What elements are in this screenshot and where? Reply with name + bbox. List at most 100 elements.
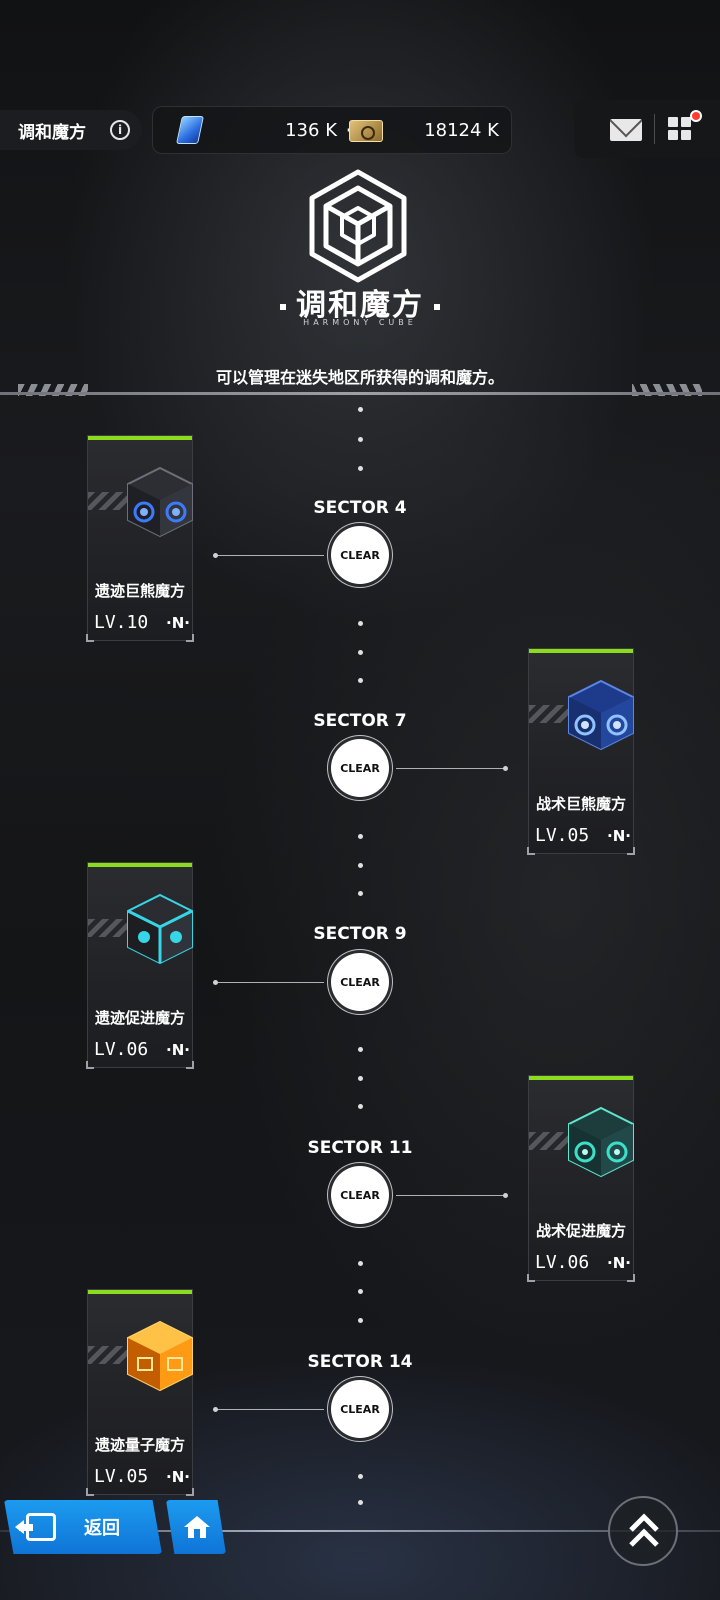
back-label: 返回 [84, 1518, 120, 1539]
notification-dot [690, 110, 702, 122]
card-corner [627, 1274, 635, 1282]
bear-cube-icon [568, 679, 634, 751]
gem-icon [176, 116, 204, 144]
quantum-cube-icon [127, 1320, 193, 1392]
cube-card[interactable]: 战术促进魔方 LV.06 ·N· [527, 1075, 635, 1282]
gem-amount: 136 K [285, 120, 337, 141]
title-dot [280, 303, 286, 310]
title-dot [434, 303, 440, 310]
cube-name: 遗迹量子魔方 [94, 1436, 185, 1454]
header-title-text: 调和魔方 [296, 288, 424, 323]
cube-card[interactable]: 战术巨熊魔方 LV.05 ·N· [527, 648, 635, 855]
page-title-pill: 调和魔方 i [0, 110, 142, 150]
connector-line [216, 1409, 324, 1410]
card-corner [627, 847, 635, 855]
cube-name: 遗迹促进魔方 [94, 1009, 185, 1027]
cube-name: 战术促进魔方 [535, 1222, 626, 1240]
timeline-dot [358, 437, 363, 442]
cube-rarity: ·N· [166, 1468, 190, 1486]
header-title: 调和魔方 [0, 280, 720, 324]
cube-name: 战术巨熊魔方 [535, 795, 626, 813]
card-accent-bar [88, 863, 192, 867]
timeline-dot [358, 1500, 363, 1505]
sector-label: SECTOR 11 [307, 1138, 413, 1158]
connector-dot [213, 980, 218, 985]
connector-dot [213, 553, 218, 558]
cube-level: LV.06 [535, 1252, 590, 1273]
timeline-dot [358, 1076, 363, 1081]
ticket-icon [349, 120, 383, 142]
clear-node[interactable]: CLEAR [331, 1166, 389, 1224]
timeline-dot [358, 891, 363, 896]
card-stripes [529, 705, 569, 723]
clear-node[interactable]: CLEAR [331, 526, 389, 584]
connector-line [216, 982, 324, 983]
home-button[interactable] [166, 1500, 226, 1554]
top-right-controls [574, 100, 720, 158]
header-subtitle: HARMONY CUBE [303, 318, 417, 327]
connector-line [396, 768, 504, 769]
cube-level: LV.05 [94, 1466, 149, 1487]
hexagon-cube-logo-icon [309, 169, 407, 283]
back-button[interactable]: 返回 [4, 1500, 162, 1554]
connector-line [216, 555, 324, 556]
timeline-dot [358, 678, 363, 683]
connector-dot [503, 766, 508, 771]
timeline-dot [358, 834, 363, 839]
ticket-amount: 18124 K [424, 120, 499, 141]
sector-label: SECTOR 9 [313, 924, 407, 944]
timeline-dot [358, 1318, 363, 1323]
cube-card[interactable]: 遗迹巨熊魔方 LV.10 ·N· [86, 435, 194, 642]
sector-label: SECTOR 14 [307, 1352, 413, 1372]
card-accent-bar [88, 436, 192, 440]
header-description: 可以管理在迷失地区所获得的调和魔方。 [215, 368, 504, 387]
clear-node[interactable]: CLEAR [331, 953, 389, 1011]
info-icon[interactable]: i [110, 120, 130, 140]
header-divider [0, 392, 720, 395]
cube-card[interactable]: 遗迹促进魔方 LV.06 ·N· [86, 862, 194, 1069]
card-accent-bar [529, 649, 633, 653]
clear-node[interactable]: CLEAR [331, 739, 389, 797]
card-stripes [88, 1346, 128, 1364]
accel-cube-icon [568, 1106, 634, 1178]
sector-label: SECTOR 7 [313, 711, 407, 731]
card-corner [186, 1488, 194, 1496]
card-corner [86, 1488, 94, 1496]
card-accent-bar [529, 1076, 633, 1080]
clear-node[interactable]: CLEAR [331, 1380, 389, 1438]
cube-level: LV.05 [535, 825, 590, 846]
timeline-dot [358, 407, 363, 412]
mail-icon[interactable] [610, 119, 642, 141]
back-arrow-icon [15, 1513, 56, 1541]
bottom-divider [0, 1530, 720, 1532]
card-corner [186, 1061, 194, 1069]
divider [654, 114, 655, 144]
card-accent-bar [88, 1290, 192, 1294]
timeline-dot [358, 1474, 363, 1479]
timeline-dot [358, 621, 363, 626]
grid-menu-icon[interactable] [668, 117, 692, 141]
card-corner [186, 634, 194, 642]
timeline-dot [358, 1289, 363, 1294]
connector-line [396, 1195, 504, 1196]
timeline-dot [358, 466, 363, 471]
card-stripes [88, 919, 128, 937]
timeline-dot [358, 1047, 363, 1052]
timeline-dot [358, 863, 363, 868]
card-corner [86, 1061, 94, 1069]
connector-dot [503, 1193, 508, 1198]
card-corner [86, 634, 94, 642]
currency-bar: 136 K + 18124 K [152, 106, 512, 154]
timeline-dot [358, 1104, 363, 1109]
cube-rarity: ·N· [166, 1041, 190, 1059]
bear-cube-icon [127, 466, 193, 538]
cube-rarity: ·N· [607, 827, 631, 845]
double-chevron-up-icon [629, 1513, 659, 1547]
sector-label: SECTOR 4 [313, 498, 407, 518]
page-title: 调和魔方 [18, 122, 86, 143]
scroll-top-button[interactable] [608, 1496, 678, 1566]
cube-card[interactable]: 遗迹量子魔方 LV.05 ·N· [86, 1289, 194, 1496]
cube-rarity: ·N· [166, 614, 190, 632]
cube-rarity: ·N· [607, 1254, 631, 1272]
